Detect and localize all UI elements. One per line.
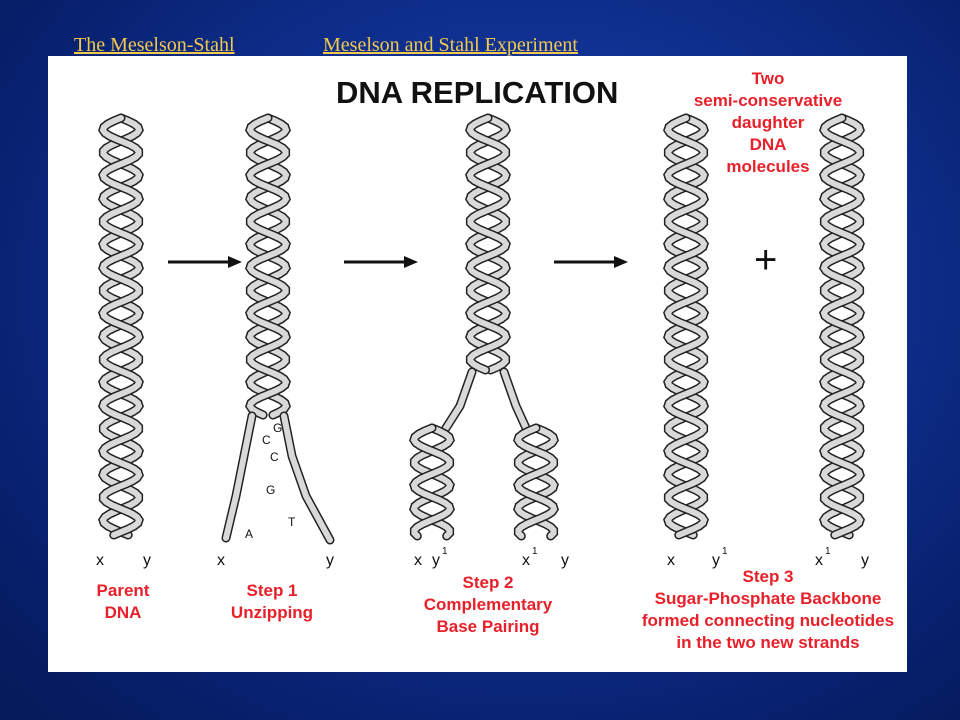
strand-superscript: 1	[722, 546, 728, 557]
step1-label: Step 1	[246, 581, 297, 600]
step3-label: Step 3	[742, 567, 793, 586]
step2-daughter-right-strand-b-fill	[514, 425, 558, 539]
strand-labels: x y x y x y 1 x 1 y x y 1 x 1 y	[96, 546, 869, 569]
step3-label: in the two new strands	[676, 633, 859, 652]
step1-unzipped-left-fill	[223, 413, 255, 541]
daughter-helix-2-strand-b-fill	[820, 115, 864, 538]
step2-label: Base Pairing	[437, 617, 540, 636]
step2-label: Complementary	[424, 595, 553, 614]
strand-label: x	[96, 552, 104, 569]
base-letter: C	[270, 450, 279, 464]
figure-title: DNA REPLICATION	[336, 75, 618, 110]
parent-helix-strand-b-fill	[99, 115, 143, 538]
caption-line: semi-conservative	[694, 91, 842, 110]
base-letter: A	[245, 527, 253, 541]
strand-label: x	[815, 552, 823, 569]
parent-label: DNA	[105, 603, 142, 622]
step3-label: formed connecting nucleotides	[642, 611, 894, 630]
base-letter: T	[288, 515, 296, 529]
base-letters: G C C G A T	[245, 421, 296, 541]
arrow-2	[344, 256, 418, 268]
strand-label: y	[561, 552, 569, 569]
daughter-helix-1-strand-b-fill	[664, 115, 708, 538]
strand-label: x	[667, 552, 675, 569]
parent-label: Parent	[97, 581, 150, 600]
dna-replication-figure: DNA REPLICATION + Two semi-conservative …	[48, 56, 907, 672]
base-letter: C	[262, 433, 271, 447]
arrow-1	[168, 256, 242, 268]
strand-superscript: 1	[825, 546, 831, 557]
dna-helices	[98, 113, 865, 545]
strand-label: x	[522, 552, 530, 569]
caption-line: daughter	[732, 113, 805, 132]
base-letter: G	[266, 483, 275, 497]
step1-unzipped-right-fill	[281, 413, 333, 543]
arrow-3	[554, 256, 628, 268]
meselson-and-stahl-link[interactable]: Meselson and Stahl Experiment	[323, 34, 578, 56]
caption-line: Two	[752, 69, 785, 88]
plus-sign: +	[754, 238, 777, 282]
step2-daughter-left-strand-b-fill	[410, 425, 454, 539]
step2-split-left-fill	[443, 369, 475, 431]
step2-helix-strand-b-fill	[466, 115, 510, 373]
daughter-caption: Two semi-conservative daughter DNA molec…	[694, 69, 842, 176]
step2-helix-strand-a-fill	[466, 115, 510, 373]
strand-label: y	[432, 552, 440, 569]
caption-line: DNA	[750, 135, 787, 154]
base-letter: G	[273, 421, 282, 435]
strand-superscript: 1	[442, 546, 448, 557]
step3-label: Sugar-Phosphate Backbone	[655, 589, 882, 608]
caption-line: molecules	[726, 157, 809, 176]
strand-label: x	[217, 552, 225, 569]
step1-helix-strand-b-fill	[246, 115, 290, 418]
step1-helix-strand-a-fill	[246, 115, 290, 418]
strand-label: y	[326, 552, 334, 569]
strand-superscript: 1	[532, 546, 538, 557]
step1-label: Unzipping	[231, 603, 313, 622]
strand-label: y	[712, 552, 720, 569]
step2-split-right-fill	[501, 369, 529, 431]
strand-label: y	[861, 552, 869, 569]
strand-label: x	[414, 552, 422, 569]
step-labels: Parent DNA Step 1 Unzipping Step 2 Compl…	[97, 567, 895, 652]
step2-label: Step 2	[462, 573, 513, 592]
strand-label: y	[143, 552, 151, 569]
